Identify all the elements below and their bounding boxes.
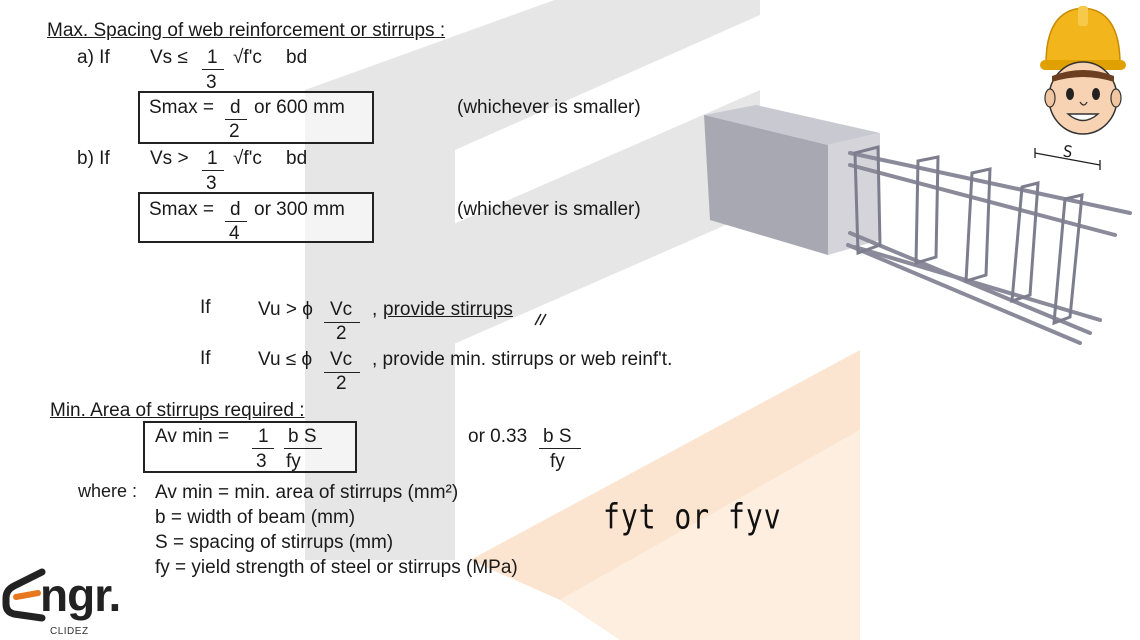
note-a: (whichever is smaller) bbox=[457, 97, 641, 118]
logo-wordmark: ngr. bbox=[40, 569, 121, 621]
case-b-label: b) If bbox=[77, 148, 110, 169]
logo-subtitle: CLIDEZ bbox=[50, 626, 89, 637]
smax-a-lhs: Smax = bbox=[149, 97, 214, 118]
heading-min-area: Min. Area of stirrups required : bbox=[50, 400, 305, 421]
fraction-bar bbox=[324, 322, 360, 323]
av-min-den1: 3 bbox=[256, 451, 267, 472]
smax-box-b bbox=[138, 192, 374, 243]
fraction-bar bbox=[225, 119, 247, 120]
av-min-num2: b S bbox=[288, 426, 317, 447]
cond1-num: Vc bbox=[330, 299, 353, 320]
av-min-lhs: Av min = bbox=[155, 426, 230, 447]
case-a-lhs: Vs ≤ bbox=[150, 47, 188, 68]
beam-reinforcement-illustration bbox=[704, 105, 1132, 345]
cond2-lhs: Vu ≤ ϕ bbox=[258, 349, 313, 370]
fraction-bar bbox=[225, 221, 247, 222]
fraction-bar bbox=[252, 448, 274, 449]
cond1-comma: , bbox=[372, 299, 378, 320]
double-slash-mark bbox=[534, 313, 547, 326]
fraction-bar bbox=[284, 448, 322, 449]
case-a-sqrt: √f'c bbox=[233, 47, 262, 68]
smax-a-den: 2 bbox=[229, 121, 240, 142]
alt-lhs: or 0.33 bbox=[468, 426, 528, 447]
case-a-label: a) If bbox=[77, 47, 110, 68]
cond1-text: provide stirrups bbox=[383, 299, 513, 320]
av-min-box bbox=[143, 421, 357, 473]
cond1-den: 2 bbox=[336, 323, 347, 344]
heading-max-spacing: Max. Spacing of web reinforcement or sti… bbox=[47, 20, 446, 41]
alt-num: b S bbox=[543, 426, 572, 447]
smax-b-num: d bbox=[230, 199, 241, 220]
case-a-num: 1 bbox=[207, 47, 218, 68]
where-item: fy = yield strength of steel or stirrups… bbox=[155, 557, 518, 578]
case-b-num: 1 bbox=[207, 148, 218, 169]
smax-b-rhs: or 300 mm bbox=[254, 199, 345, 220]
av-min-den2: fy bbox=[286, 451, 301, 472]
cond1-if: If bbox=[200, 297, 211, 318]
cond2-num: Vc bbox=[330, 349, 353, 370]
note-b: (whichever is smaller) bbox=[457, 199, 641, 220]
case-a-tail: bd bbox=[286, 47, 308, 68]
cond2-den: 2 bbox=[336, 373, 347, 394]
where-item: S = spacing of stirrups (mm) bbox=[155, 532, 394, 553]
case-b-den: 3 bbox=[206, 173, 217, 194]
fraction-bar bbox=[202, 170, 224, 171]
av-min-num1: 1 bbox=[258, 426, 269, 447]
smax-a-num: d bbox=[230, 97, 241, 118]
where-item: b = width of beam (mm) bbox=[155, 507, 356, 528]
fraction-bar bbox=[324, 372, 360, 373]
where-item: Av min = min. area of stirrups (mm²) bbox=[155, 482, 459, 503]
engr-logo-e-icon bbox=[2, 568, 46, 622]
smax-box-a bbox=[138, 91, 374, 144]
case-a-den: 3 bbox=[206, 72, 217, 93]
case-b-tail: bd bbox=[286, 148, 308, 169]
cond2-text: , provide min. stirrups or web reinf't. bbox=[372, 349, 673, 370]
smax-b-lhs: Smax = bbox=[149, 199, 214, 220]
alt-den: fy bbox=[550, 451, 565, 472]
smax-b-den: 4 bbox=[229, 223, 240, 244]
engineer-avatar bbox=[1040, 6, 1126, 135]
fraction-bar bbox=[539, 448, 581, 449]
case-b-sqrt: √f'c bbox=[233, 148, 262, 169]
smax-a-rhs: or 600 mm bbox=[254, 97, 345, 118]
cond1-lhs: Vu > ϕ bbox=[258, 299, 313, 320]
where-label: where : bbox=[78, 481, 138, 501]
case-b-lhs: Vs > bbox=[150, 148, 189, 169]
handwritten-fyt-fyv: fyt or fyv bbox=[603, 495, 782, 538]
cond2-if: If bbox=[200, 348, 211, 369]
fraction-bar bbox=[202, 69, 224, 70]
